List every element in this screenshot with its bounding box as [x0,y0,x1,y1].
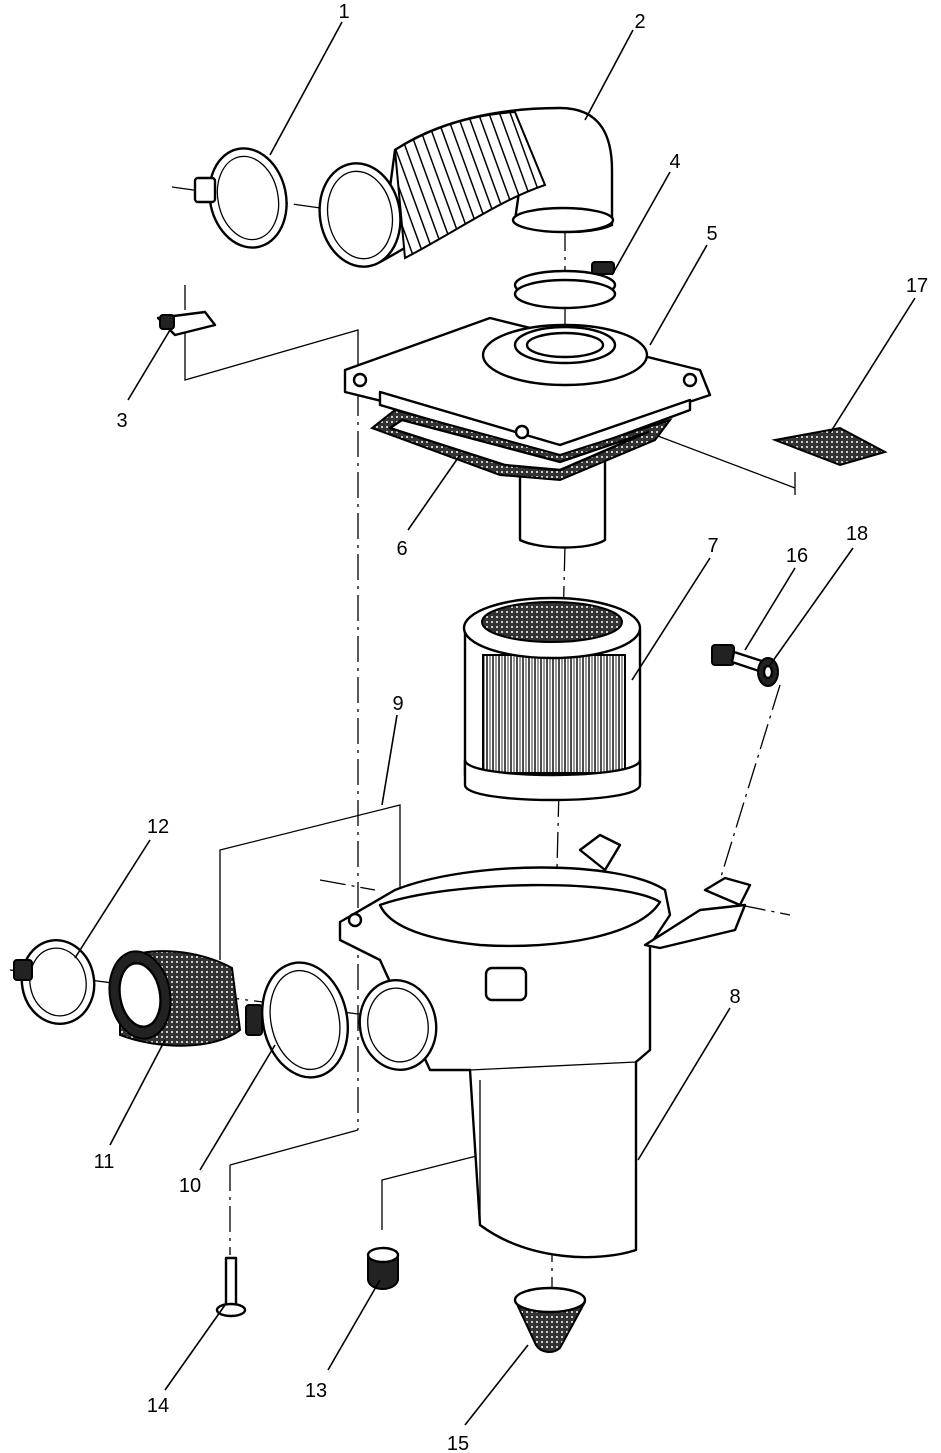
callout-17: 17 [906,275,928,297]
callout-18: 18 [846,523,868,545]
part-15-drain-funnel [513,1286,587,1353]
part-11-intake-boot [108,950,242,1047]
callout-5: 5 [706,223,717,245]
part-4-clamp-band [513,261,617,310]
part-1-hose-clamp [193,147,288,249]
callout-4: 4 [669,151,680,173]
callout-13: 13 [305,1380,327,1402]
callout-14: 14 [147,1395,169,1417]
part-3-clip [156,310,217,337]
callout-7: 7 [707,535,718,557]
callout-3: 3 [116,410,127,432]
part-10-clamp [245,961,350,1079]
part-5-airbox-cover [343,316,712,549]
callout-6: 6 [396,538,407,560]
leader-lines [74,21,916,1426]
part-2-intake-elbow [318,106,615,268]
callout-9: 9 [392,693,403,715]
callout-numbers: 1 2 3 4 5 6 7 8 9 10 11 12 13 14 15 16 1… [94,1,929,1453]
part-14-bolt [215,1256,247,1318]
callout-10: 10 [179,1175,201,1197]
callout-2: 2 [634,11,645,33]
part-8-airbox-housing [338,833,752,1259]
callout-12: 12 [147,816,169,838]
part-17-decal [771,426,888,467]
part-12-clamp [13,938,96,1026]
callout-16: 16 [786,545,808,567]
part-6-gasket [369,408,673,482]
callout-8: 8 [729,986,740,1008]
part-7-air-filter [462,596,642,802]
part-18-washer [757,657,779,687]
callout-1: 1 [338,1,349,23]
callout-11: 11 [94,1151,115,1173]
part-13-plug [366,1246,400,1290]
callout-15: 15 [447,1433,469,1453]
part-16-screw [711,644,767,674]
